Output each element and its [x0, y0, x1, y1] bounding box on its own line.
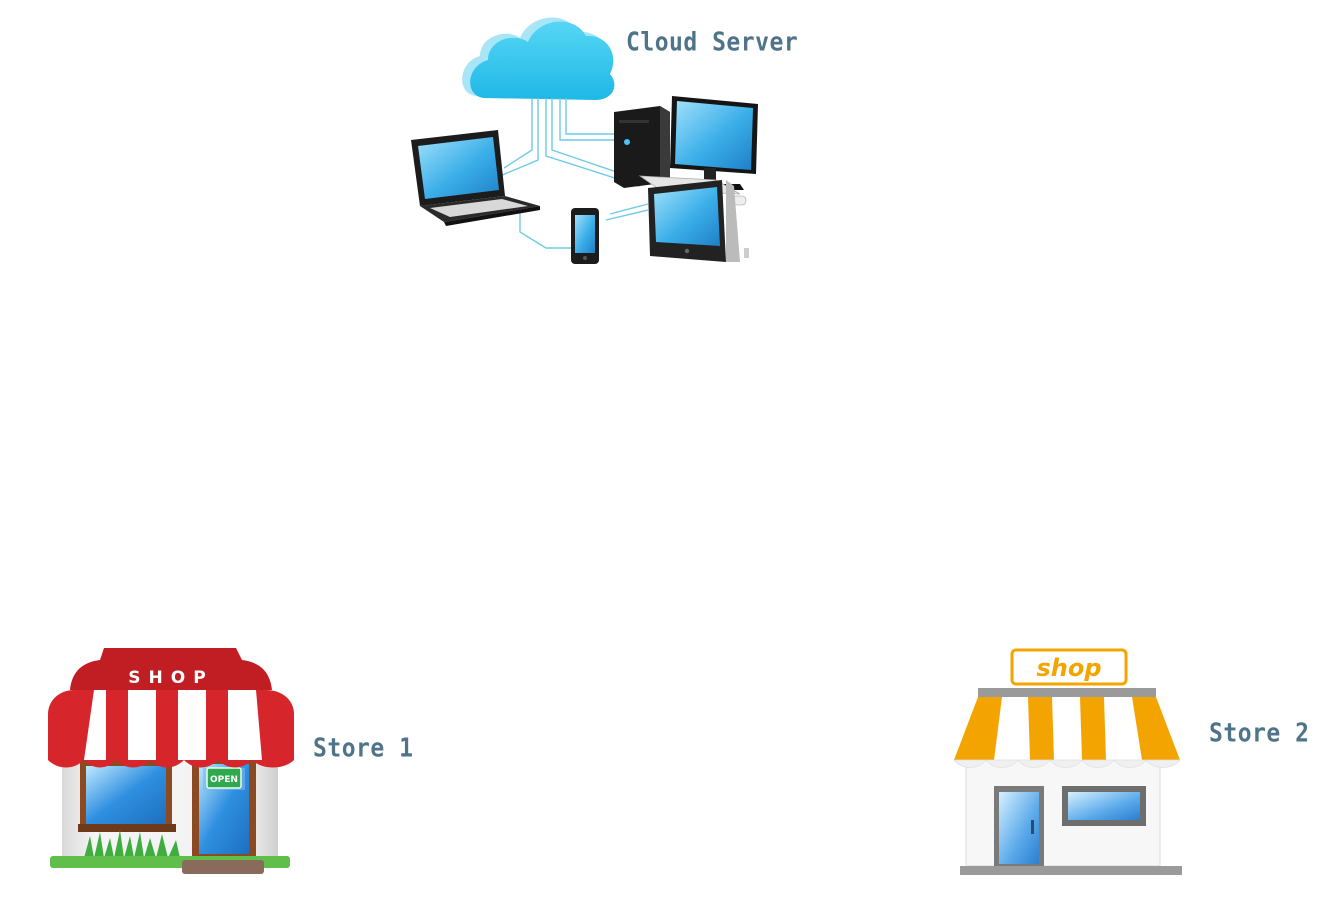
red-awning: SHOP	[48, 648, 294, 768]
cloud-shape	[462, 17, 615, 100]
store-2-sign-text: shop	[1036, 654, 1101, 682]
desktop-monitor-icon	[638, 96, 758, 206]
store-1-sign-text: SHOP	[128, 668, 213, 688]
cloud-server-label: Cloud Server	[626, 28, 799, 58]
network-cables	[499, 98, 649, 249]
open-sign-text: OPEN	[210, 775, 238, 785]
cloud-server-icon	[411, 17, 758, 264]
smartphone-icon	[571, 208, 599, 264]
store-2-label: Store 2	[1209, 719, 1310, 749]
open-sign: OPEN	[206, 767, 242, 789]
orange-awning	[953, 697, 1181, 768]
store-1-shop-icon: OPEN SHOP	[48, 648, 294, 874]
store-1-label: Store 1	[313, 734, 414, 764]
store-2-sign: shop	[1010, 648, 1128, 686]
tablet-icon	[648, 180, 749, 262]
store-2-shop-icon: shop	[953, 648, 1182, 875]
laptop-icon	[411, 130, 540, 226]
desktop-tower-icon	[614, 106, 670, 188]
